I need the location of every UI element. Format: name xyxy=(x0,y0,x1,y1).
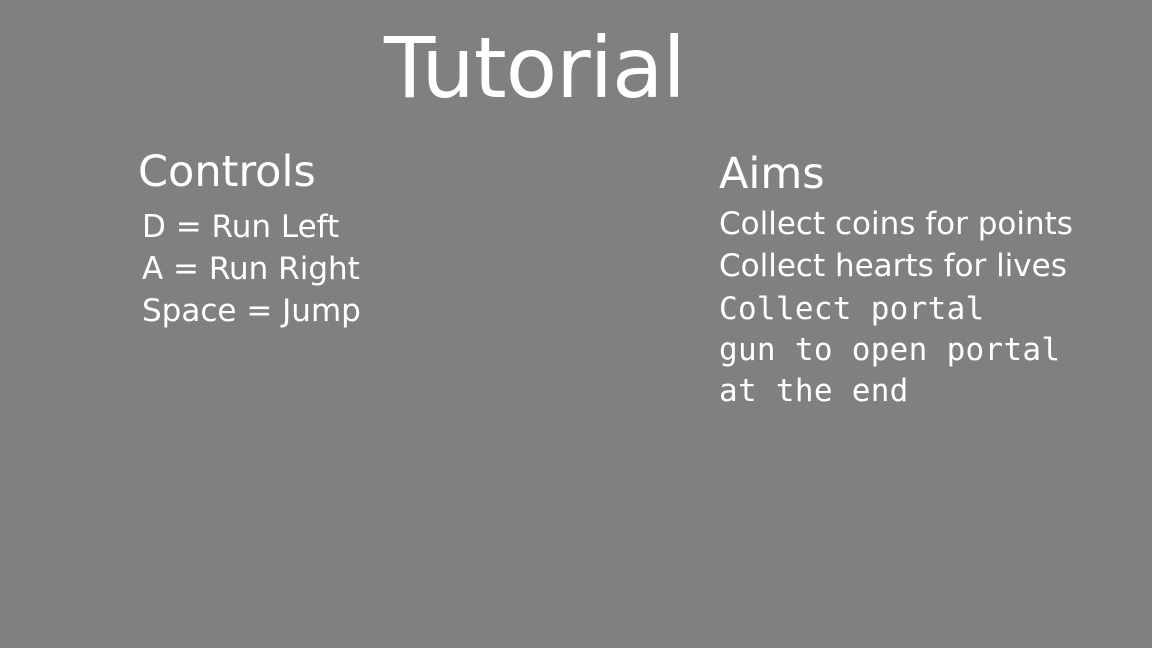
aim-portal-line: at the end xyxy=(719,373,909,409)
tutorial-title: Tutorial xyxy=(384,19,686,117)
controls-heading: Controls xyxy=(138,147,316,197)
aim-item-coins: Collect coins for points xyxy=(719,206,1073,242)
aim-portal-line: gun to open portal xyxy=(719,332,1061,368)
aims-section: Aims Collect coins for points Collect he… xyxy=(719,148,1139,412)
aim-item-hearts: Collect hearts for lives xyxy=(719,248,1067,284)
controls-section: Controls D = Run Left A = Run Right Spac… xyxy=(138,146,558,332)
aim-item-portal: Collect portal gun to open portal at the… xyxy=(719,289,1139,412)
control-item-jump: Space = Jump xyxy=(142,293,361,329)
control-item-run-right: A = Run Right xyxy=(142,251,360,287)
aim-portal-line: Collect portal xyxy=(719,291,985,327)
controls-list: D = Run Left A = Run Right Space = Jump xyxy=(138,206,558,332)
control-item-run-left: D = Run Left xyxy=(142,209,340,245)
aims-heading: Aims xyxy=(719,149,825,199)
aims-list: Collect coins for points Collect hearts … xyxy=(719,203,1139,412)
